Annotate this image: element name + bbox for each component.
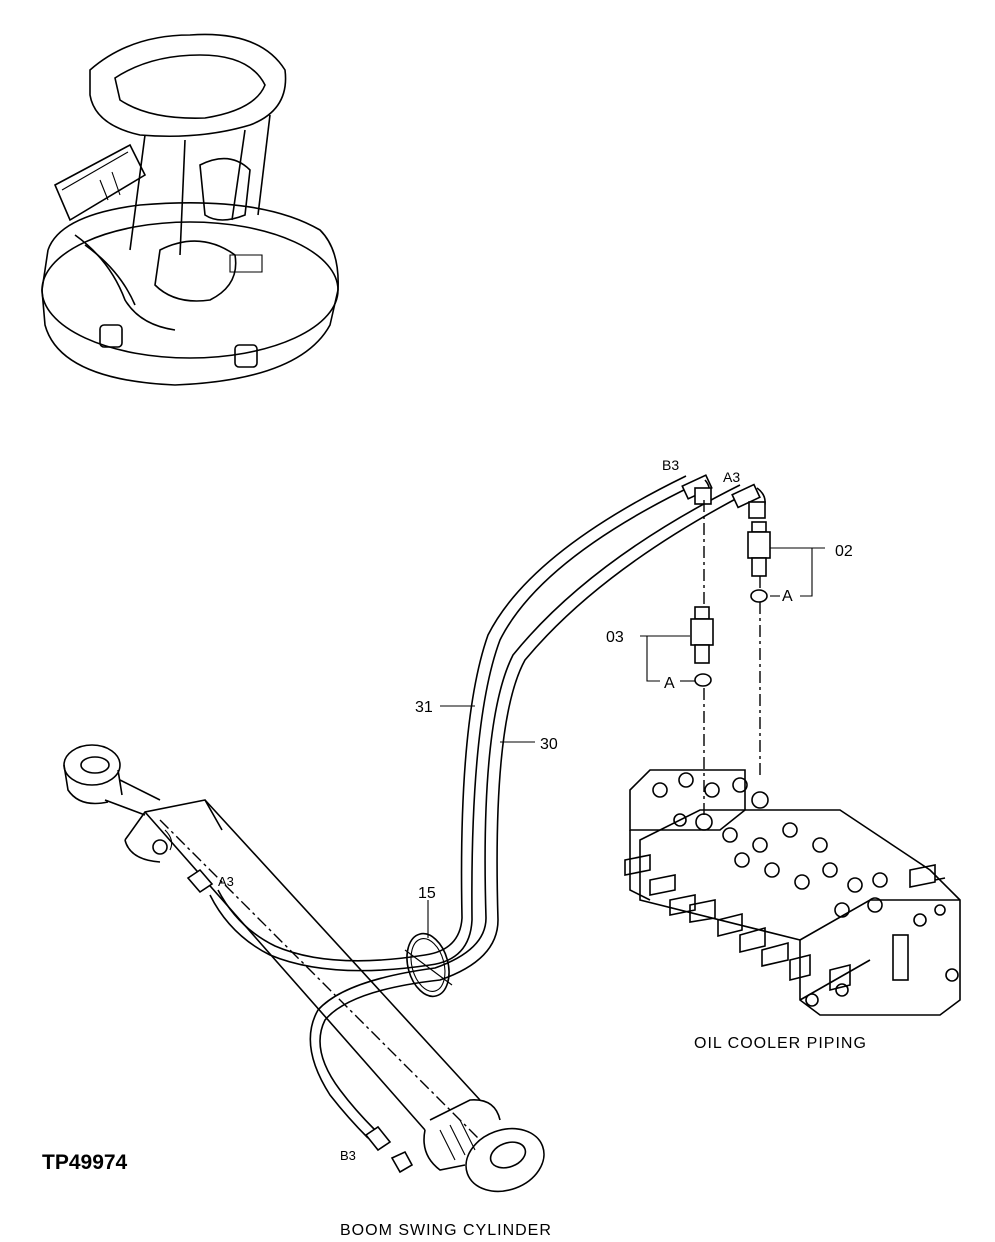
- callout-part-30: 30: [540, 736, 558, 753]
- callout-b3-top: B3: [662, 457, 679, 473]
- callout-part-03: 03: [606, 629, 624, 646]
- boom-swing-cylinder: [63, 744, 545, 1193]
- callout-a-upper: A: [782, 588, 793, 605]
- hose-31: [209, 475, 693, 972]
- callout-a-lower: A: [664, 675, 675, 692]
- callout-b3-cylinder: B3: [340, 1148, 356, 1163]
- callout-a3-cylinder: A3: [218, 874, 234, 889]
- adapter-03: [690, 606, 714, 687]
- control-valve: [624, 769, 961, 1016]
- drawing-id: TP49974: [42, 1151, 128, 1174]
- caption-oil-cooler-piping: OIL COOLER PIPING: [694, 1035, 867, 1052]
- callout-part-02: 02: [835, 543, 853, 560]
- adapter-02: [747, 521, 771, 603]
- clamp-15: [404, 932, 453, 998]
- hose-30: [309, 484, 746, 1139]
- caption-boom-swing-cylinder: BOOM SWING CYLINDER: [340, 1222, 552, 1239]
- callout-part-15: 15: [418, 885, 436, 902]
- fitting-a3-top: [731, 483, 766, 519]
- callout-part-31: 31: [415, 699, 433, 716]
- fitting-b3-top: [681, 474, 713, 505]
- callout-a3-top: A3: [723, 469, 740, 485]
- excavator-overview: [41, 33, 339, 386]
